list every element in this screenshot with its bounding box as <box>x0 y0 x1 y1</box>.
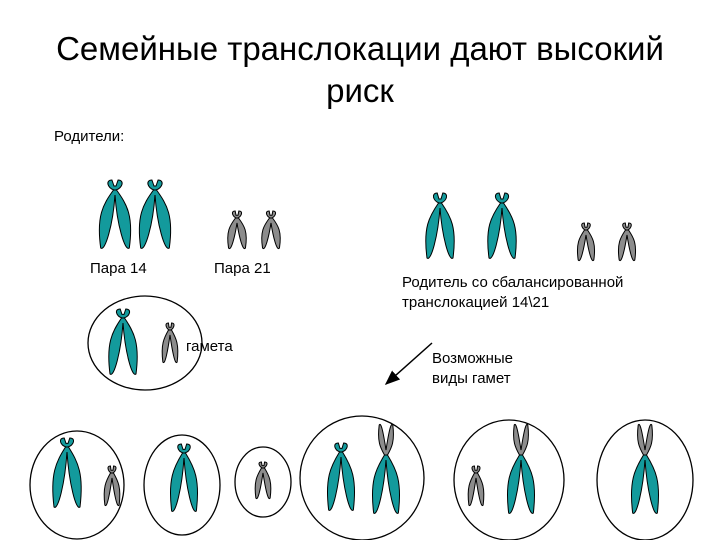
chromosome-21 <box>261 210 281 250</box>
chromosome-14 <box>326 442 356 511</box>
pair-21-label: Пара 21 <box>214 260 271 277</box>
gamete-circle-5 <box>453 419 565 540</box>
chromosome-21 <box>467 465 485 507</box>
chromosome-21 <box>103 465 121 507</box>
chromosome-21 <box>576 222 596 262</box>
slide-title: Семейные транслокации дают высокий риск <box>56 30 664 109</box>
chromosome-14 <box>425 192 455 259</box>
chromosome-14 <box>108 308 138 375</box>
chromosome-21 <box>617 222 637 262</box>
chromosome-14 <box>98 179 132 249</box>
gamete-circle-6 <box>596 419 694 540</box>
gamete-circle-3 <box>234 446 292 518</box>
chromosome-14 <box>52 437 82 508</box>
parents-label: Родители: <box>54 128 125 145</box>
chromosome-14 <box>138 179 172 249</box>
translocation-14-21-chromosome <box>630 423 660 514</box>
gamete-label: гамета <box>186 338 233 355</box>
chromosome-21 <box>227 210 247 250</box>
gamete-circle <box>87 295 203 391</box>
possible-gametes-label: Возможные виды гамет <box>432 350 513 387</box>
gamete-circle-4 <box>299 415 425 540</box>
translocation-14-21-chromosome <box>371 423 401 514</box>
chromosome-21 <box>254 461 272 500</box>
pair-14-label: Пара 14 <box>90 260 147 277</box>
chromosome-14 <box>487 192 517 259</box>
chromosome-14 <box>169 443 199 512</box>
translocation-14-21-chromosome <box>506 423 536 514</box>
arrow-to-gametes <box>384 342 433 385</box>
gamete-circle-2 <box>143 434 221 536</box>
chromosome-21 <box>161 322 179 364</box>
carrier-parent-label: Родитель со сбалансированной транслокаци… <box>402 274 624 311</box>
gamete-circle-1 <box>29 430 125 540</box>
